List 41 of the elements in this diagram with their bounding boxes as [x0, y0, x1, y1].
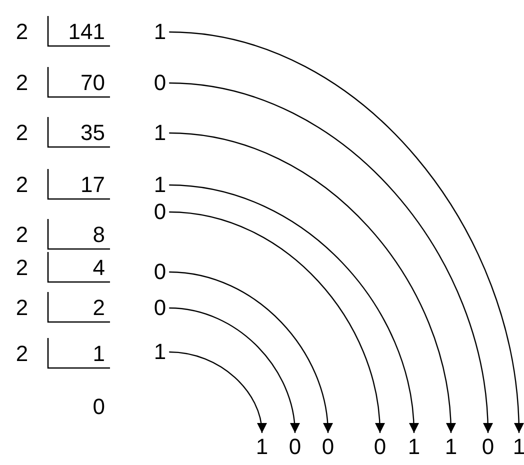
- divisor: 2: [16, 223, 28, 247]
- dividend: 70: [80, 71, 105, 95]
- binary-digit: 1: [512, 435, 524, 459]
- quotient: 0: [92, 395, 105, 419]
- binary-digit: 0: [288, 435, 302, 459]
- arrow: [169, 307, 300, 434]
- divisor: 2: [16, 121, 28, 145]
- binary-digit: 0: [374, 435, 386, 459]
- remainder-digit: 1: [154, 121, 166, 145]
- arrow: [169, 31, 524, 434]
- divisor: 2: [16, 20, 28, 44]
- arrow: [169, 184, 418, 434]
- binary-digit: 1: [444, 435, 458, 459]
- arrow: [169, 351, 266, 434]
- divisor: 2: [16, 256, 28, 280]
- dividend: 35: [80, 121, 105, 145]
- remainder-digit: 0: [154, 200, 166, 224]
- remainder-digit: 0: [154, 296, 166, 320]
- dividend: 8: [92, 223, 105, 247]
- arrow: [169, 82, 492, 434]
- remainder-digit: 0: [154, 260, 166, 284]
- dividend: 17: [80, 173, 105, 197]
- remainder-digit: 1: [154, 173, 166, 197]
- divisor: 2: [16, 71, 28, 95]
- remainder-digit: 0: [154, 71, 166, 95]
- dividend: 2: [92, 296, 105, 320]
- binary-digit: 1: [408, 435, 420, 459]
- dividend: 141: [68, 20, 105, 44]
- remainder-digit: 1: [154, 340, 166, 364]
- arrow: [169, 211, 384, 434]
- binary-digit: 1: [256, 435, 268, 459]
- binary-digit: 0: [322, 435, 334, 459]
- dividend: 4: [92, 256, 105, 280]
- divisor: 2: [16, 342, 28, 366]
- dividend: 1: [92, 342, 105, 366]
- divisor: 2: [16, 296, 28, 320]
- binary-digit: 0: [482, 435, 494, 459]
- arrow: [169, 132, 456, 434]
- arrow: [169, 271, 332, 434]
- divisor: 2: [16, 173, 28, 197]
- remainder-digit: 1: [154, 20, 166, 44]
